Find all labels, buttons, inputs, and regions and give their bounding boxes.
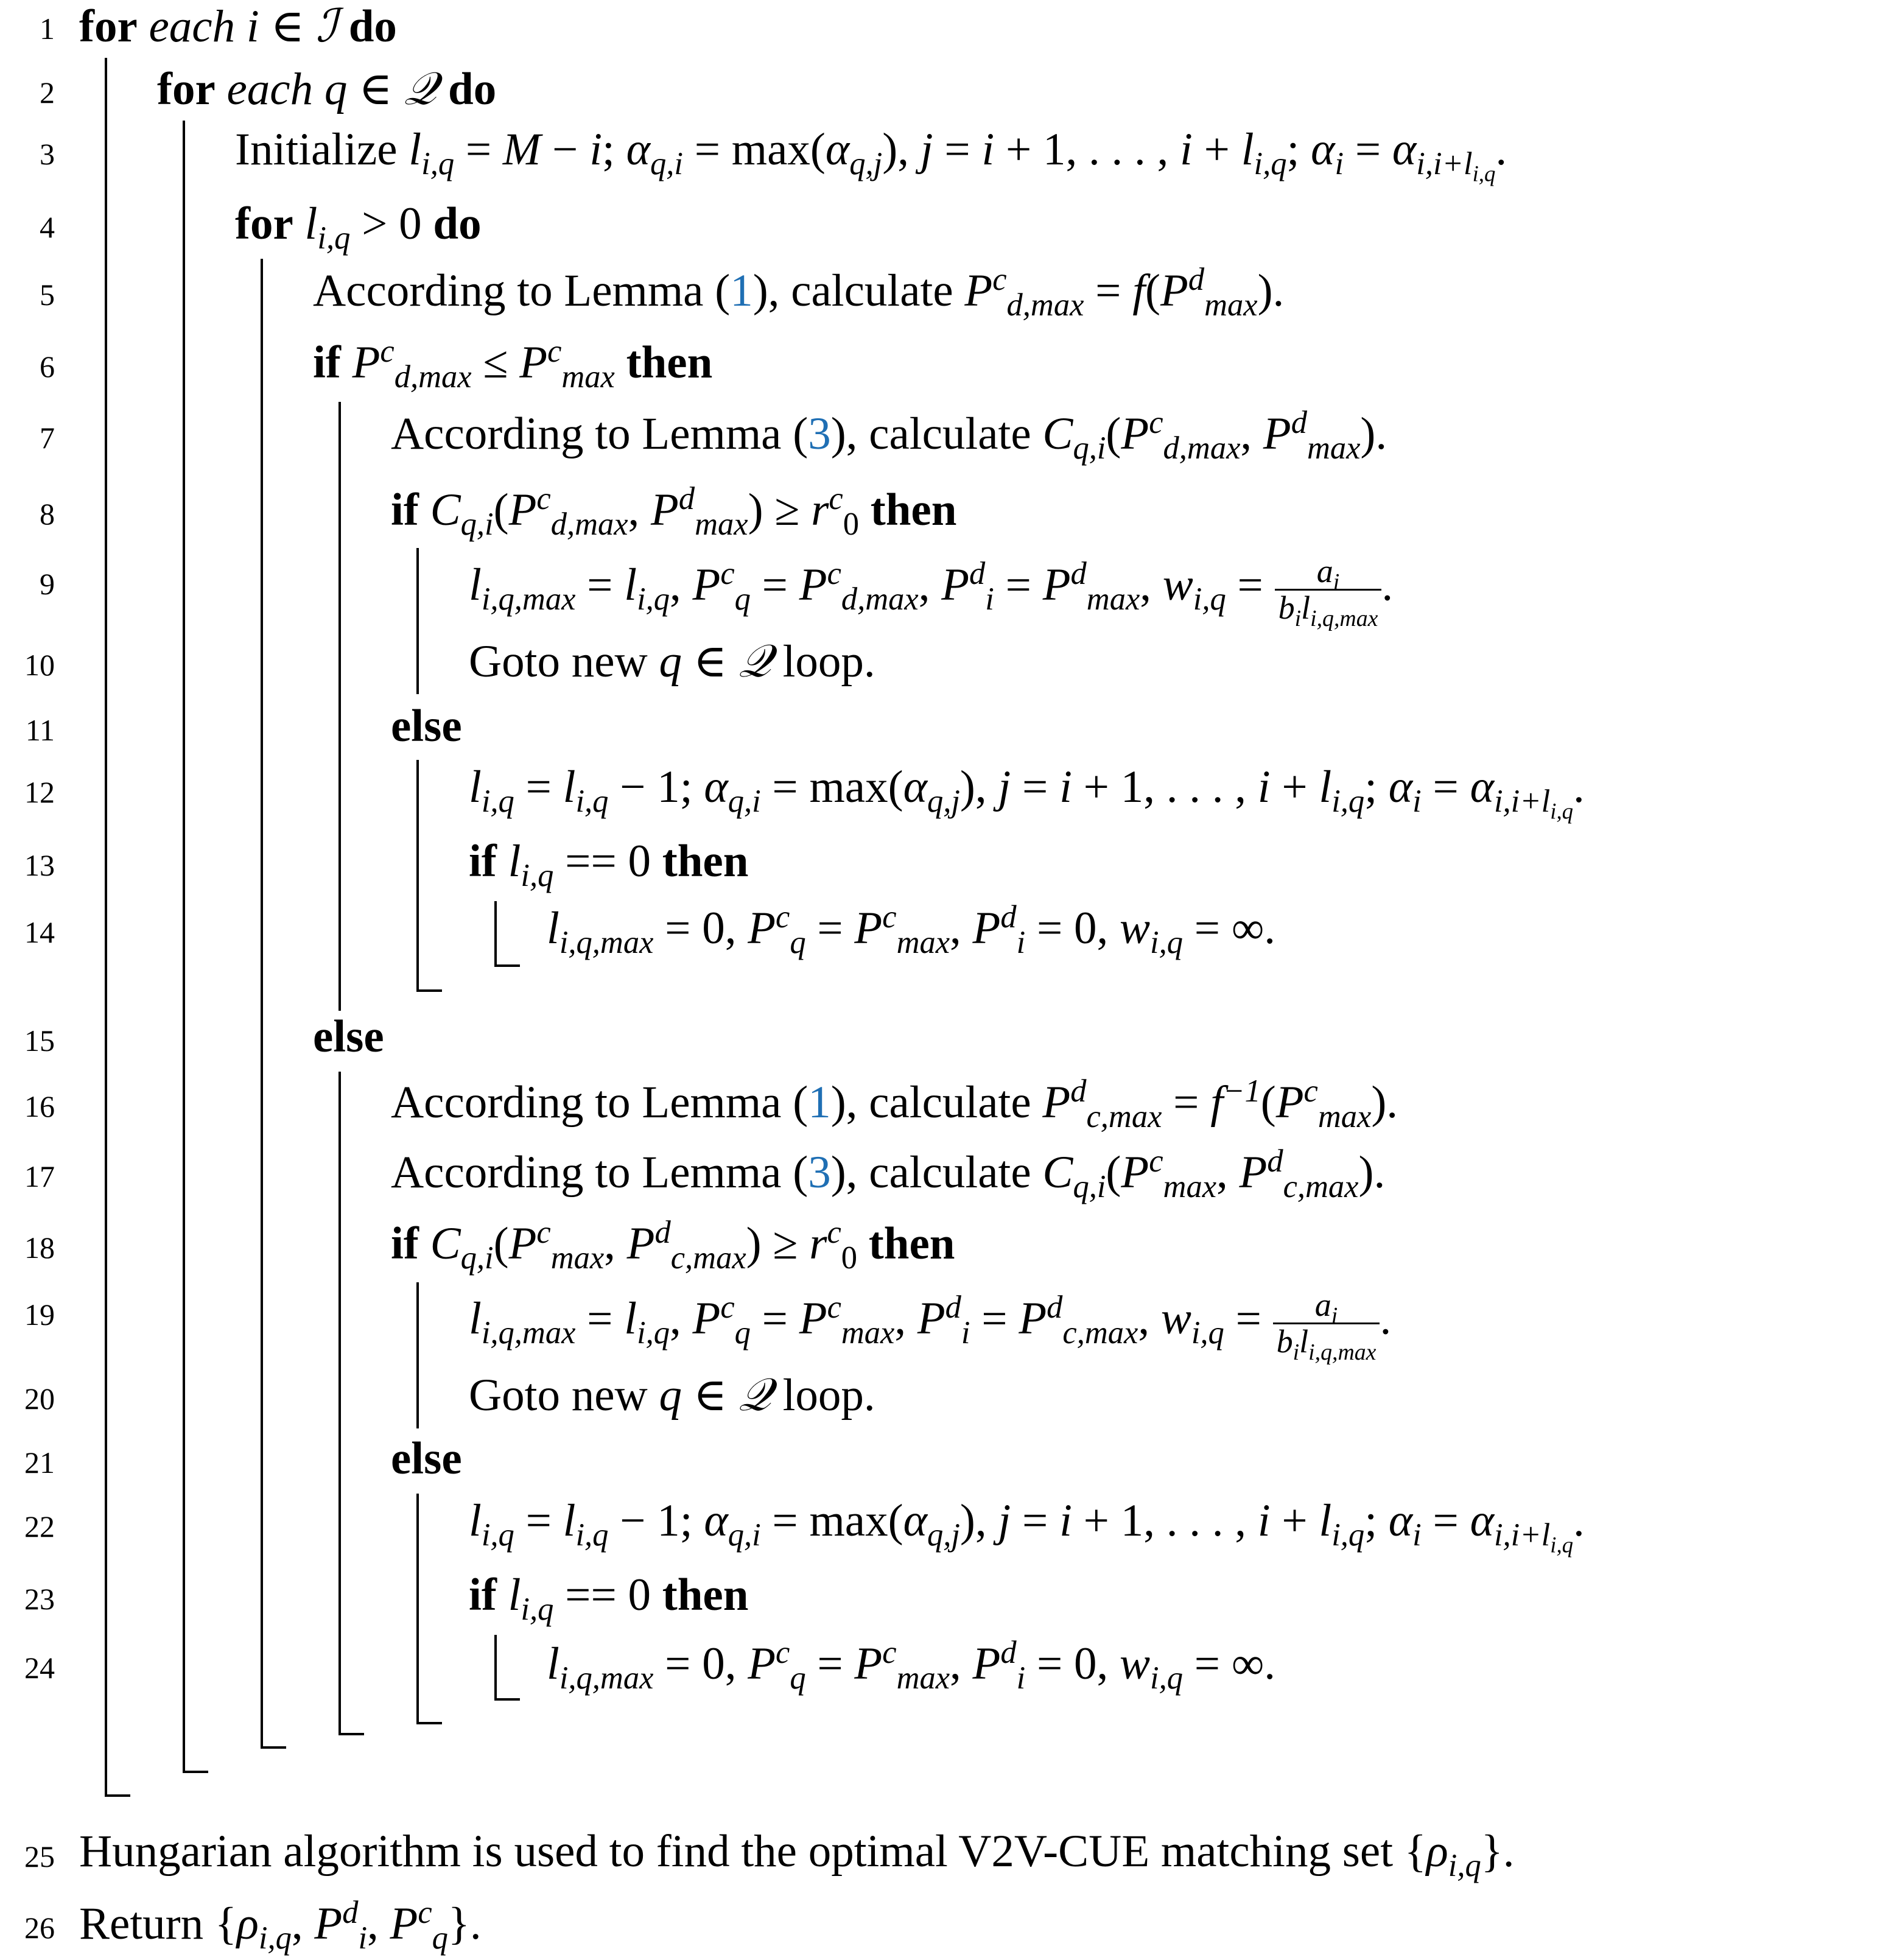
- line-number: 5: [40, 278, 55, 312]
- algo-line-11: else: [391, 703, 462, 749]
- block-bar: [416, 1494, 419, 1724]
- algo-line-7: According to Lemma (3), calculate Cq,i(P…: [391, 405, 1387, 466]
- line-number: 11: [25, 713, 55, 747]
- block-bar-end: [494, 964, 520, 967]
- ref-lemma-3[interactable]: 3: [808, 1147, 831, 1198]
- line-number: 6: [40, 349, 55, 384]
- block-bar-end: [261, 1746, 286, 1749]
- block-bar-end: [338, 1733, 364, 1735]
- line-number: 9: [40, 567, 55, 601]
- line-number: 3: [40, 137, 55, 171]
- kw-then: then: [870, 485, 957, 535]
- algo-line-9: li,q,max = li,q, Pcq = Pcd,max, Pdi = Pd…: [469, 553, 1394, 631]
- block-bar-end: [183, 1771, 208, 1773]
- block-bar: [494, 901, 497, 966]
- algo-line-12: li,q = li,q − 1; αq,i = max(αq,j), j = i…: [469, 762, 1585, 824]
- kw-else: else: [391, 1433, 462, 1484]
- line-number: 23: [24, 1582, 55, 1616]
- line-number: 10: [24, 648, 55, 682]
- kw-then: then: [868, 1218, 955, 1269]
- algo-line-16: According to Lemma (1), calculate Pdc,ma…: [391, 1073, 1398, 1134]
- algo-line-6: if Pcd,max ≤ Pcmax then: [313, 334, 713, 395]
- block-bar: [261, 259, 263, 1748]
- text-initialize: Initialize: [235, 124, 398, 175]
- block-bar-end: [416, 989, 442, 992]
- block-bar: [494, 1635, 497, 1700]
- line-number: 16: [24, 1089, 55, 1123]
- kw-then: then: [662, 1570, 749, 1620]
- kw-then: then: [626, 337, 713, 388]
- algo-line-26: Return {ρi,q, Pdi, Pcq}.: [79, 1895, 482, 1956]
- algo-line-13: if li,q == 0 then: [469, 836, 749, 893]
- kw-if: if: [469, 836, 497, 887]
- kw-do: do: [447, 64, 497, 114]
- ref-lemma-3[interactable]: 3: [808, 409, 831, 459]
- algo-line-1: for each i ∈ ℐ do: [79, 0, 397, 52]
- algo-line-18: if Cq,i(Pcmax, Pdc,max) ≥ rc0 then: [391, 1215, 955, 1276]
- line-number: 7: [40, 421, 55, 455]
- kw-if: if: [391, 485, 419, 535]
- line-number: 15: [24, 1024, 55, 1058]
- line-number: 2: [40, 76, 55, 110]
- block-bar: [338, 402, 341, 1011]
- kw-if: if: [313, 337, 341, 388]
- kw-then: then: [662, 836, 749, 887]
- algo-line-22: li,q = li,q − 1; αq,i = max(αq,j), j = i…: [469, 1495, 1585, 1558]
- line-number: 24: [24, 1651, 55, 1685]
- block-bar-end: [494, 1698, 520, 1701]
- block-bar: [105, 58, 107, 1796]
- algo-line-23: if li,q == 0 then: [469, 1570, 749, 1627]
- algo-line-21: else: [391, 1436, 462, 1481]
- kw-each: each: [226, 64, 314, 114]
- algo-line-5: According to Lemma (1), calculate Pcd,ma…: [313, 262, 1285, 323]
- algo-line-19: li,q,max = li,q, Pcq = Pcmax, Pdi = Pdc,…: [469, 1287, 1392, 1365]
- block-bar: [416, 760, 419, 991]
- kw-do: do: [348, 1, 397, 52]
- block-bar: [416, 1282, 419, 1428]
- algo-line-2: for each q ∈ 𝒬 do: [157, 61, 497, 115]
- kw-else: else: [391, 701, 462, 751]
- kw-if: if: [469, 1570, 497, 1620]
- line-number: 12: [24, 775, 55, 809]
- block-bar: [338, 1072, 341, 1735]
- algo-line-20: Goto new q ∈ 𝒬 loop.: [469, 1368, 875, 1421]
- line-number: 17: [24, 1159, 55, 1193]
- line-number: 18: [24, 1231, 55, 1265]
- line-number: 19: [24, 1298, 55, 1332]
- kw-for: for: [79, 1, 138, 52]
- algo-line-8: if Cq,i(Pcd,max, Pdmax) ≥ rc0 then: [391, 481, 957, 542]
- algo-line-25: Hungarian algorithm is used to find the …: [79, 1826, 1515, 1883]
- line-number: 8: [40, 497, 55, 531]
- kw-for: for: [235, 198, 293, 249]
- algo-line-24: li,q,max = 0, Pcq = Pcmax, Pdi = 0, wi,q…: [547, 1635, 1276, 1696]
- algo-line-14: li,q,max = 0, Pcq = Pcmax, Pdi = 0, wi,q…: [547, 899, 1276, 960]
- block-bar-end: [105, 1794, 130, 1797]
- line-number: 14: [24, 915, 55, 949]
- kw-do: do: [433, 198, 482, 249]
- line-number: 1: [40, 12, 55, 46]
- kw-if: if: [391, 1218, 419, 1269]
- block-bar: [416, 548, 419, 694]
- kw-else: else: [313, 1011, 384, 1062]
- line-number: 22: [24, 1509, 55, 1544]
- line-number: 25: [24, 1839, 55, 1874]
- algo-line-17: According to Lemma (3), calculate Cq,i(P…: [391, 1143, 1386, 1204]
- line-number: 4: [40, 210, 55, 244]
- algo-line-3: Initialize li,q = M − i; αq,i = max(αq,j…: [235, 124, 1507, 186]
- line-number: 26: [24, 1911, 55, 1945]
- algo-line-4: for li,q > 0 do: [235, 198, 482, 256]
- block-bar: [183, 121, 185, 1772]
- line-number: 13: [24, 848, 55, 882]
- block-bar-end: [416, 1722, 442, 1724]
- line-number: 21: [24, 1445, 55, 1480]
- algo-line-10: Goto new q ∈ 𝒬 loop.: [469, 634, 875, 687]
- kw-for: for: [157, 64, 216, 114]
- ref-lemma-1[interactable]: 1: [808, 1077, 831, 1128]
- ref-lemma-1[interactable]: 1: [730, 265, 753, 316]
- kw-each: each: [149, 1, 236, 52]
- line-number: 20: [24, 1382, 55, 1416]
- algo-line-15: else: [313, 1014, 384, 1059]
